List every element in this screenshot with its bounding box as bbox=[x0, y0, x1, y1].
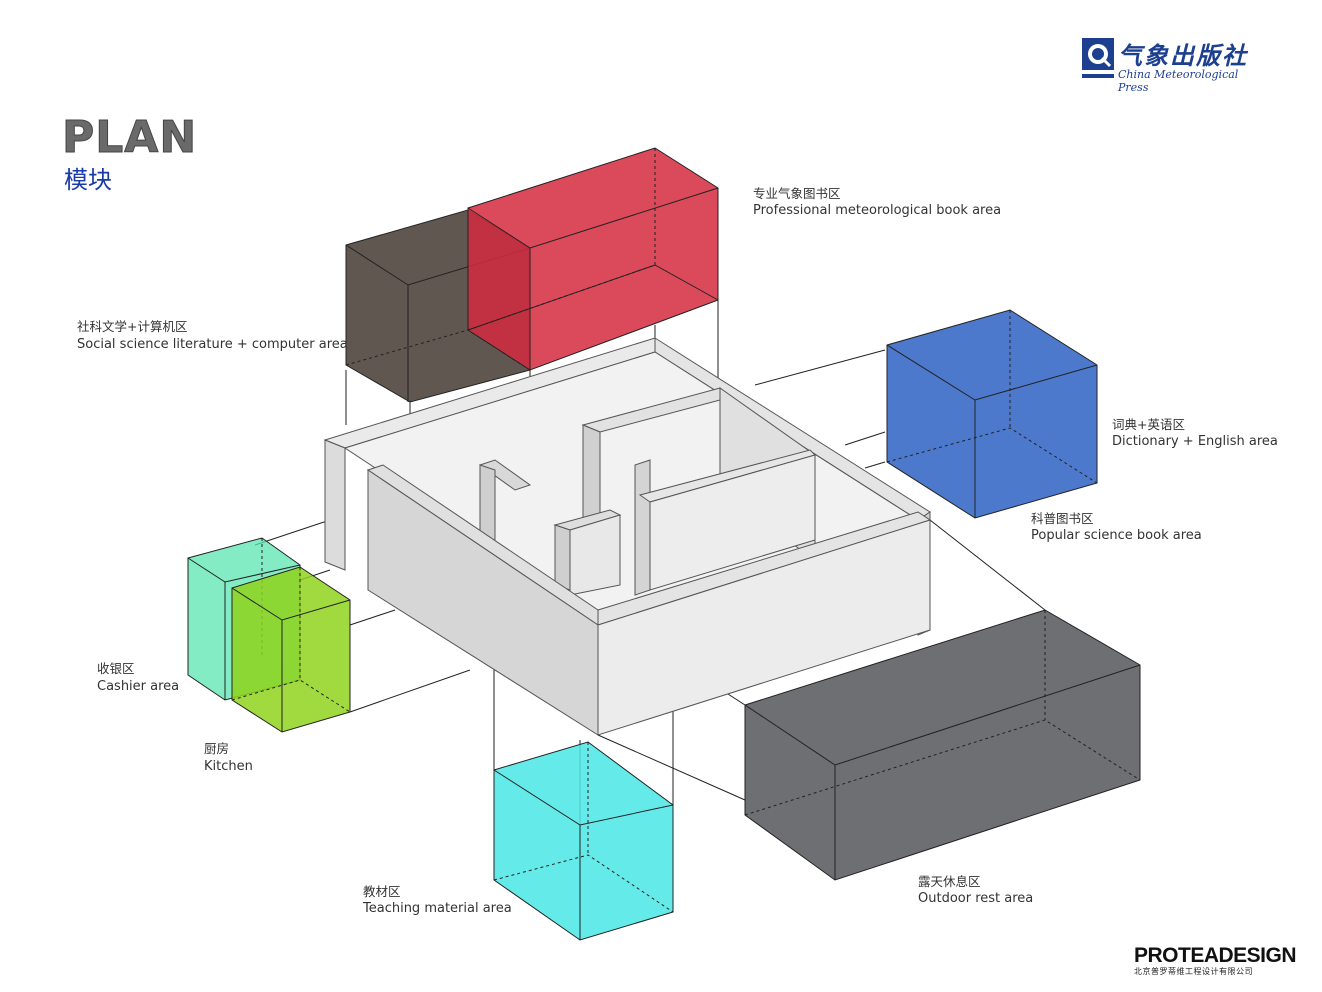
publisher-logo: 气象出版社 China Meteorological Press bbox=[1080, 36, 1250, 94]
zone-labels: 专业气象图书区 Professional meteorological book… bbox=[77, 186, 1278, 916]
building-walls bbox=[323, 337, 932, 736]
meteorological-press-logo-icon bbox=[1082, 38, 1114, 78]
label-outdoor-cn: 露天休息区 bbox=[918, 874, 981, 889]
zone-teaching-box bbox=[493, 741, 674, 941]
zone-dictionary-box bbox=[886, 309, 1098, 519]
publisher-name-cn: 气象出版社 bbox=[1118, 41, 1248, 70]
label-popular-en: Popular science book area bbox=[1031, 528, 1202, 543]
label-social-cn: 社科文学+计算机区 bbox=[77, 319, 187, 334]
label-kitchen-cn: 厨房 bbox=[204, 741, 229, 756]
designer-brand: PROTEADESIGN 北京普罗蒂维工程设计有限公司 bbox=[1134, 944, 1297, 977]
label-cashier-en: Cashier area bbox=[97, 679, 179, 694]
label-outdoor-en: Outdoor rest area bbox=[918, 891, 1033, 906]
label-teaching-cn: 教材区 bbox=[363, 884, 401, 899]
zone-kitchen-box bbox=[231, 566, 351, 733]
zone-professional-box bbox=[467, 147, 719, 371]
label-cashier-cn: 收银区 bbox=[97, 661, 135, 676]
label-kitchen-en: Kitchen bbox=[204, 759, 253, 774]
label-professional-cn: 专业气象图书区 bbox=[753, 186, 841, 201]
label-social-en: Social science literature + computer are… bbox=[77, 337, 348, 352]
label-professional-en: Professional meteorological book area bbox=[753, 203, 1001, 218]
brand-subtitle: 北京普罗蒂维工程设计有限公司 bbox=[1134, 967, 1253, 976]
brand-name: PROTEADESIGN bbox=[1134, 944, 1297, 967]
publisher-name-en: China Meteorological Press bbox=[1118, 68, 1239, 94]
label-dictionary-en: Dictionary + English area bbox=[1112, 434, 1278, 449]
label-popular-cn: 科普图书区 bbox=[1031, 511, 1094, 526]
label-teaching-en: Teaching material area bbox=[362, 901, 512, 916]
page-subtitle: 模块 bbox=[64, 166, 112, 194]
label-dictionary-cn: 词典+英语区 bbox=[1112, 417, 1185, 432]
zone-outdoor-box bbox=[744, 609, 1141, 881]
page-title: PLAN bbox=[61, 112, 198, 164]
